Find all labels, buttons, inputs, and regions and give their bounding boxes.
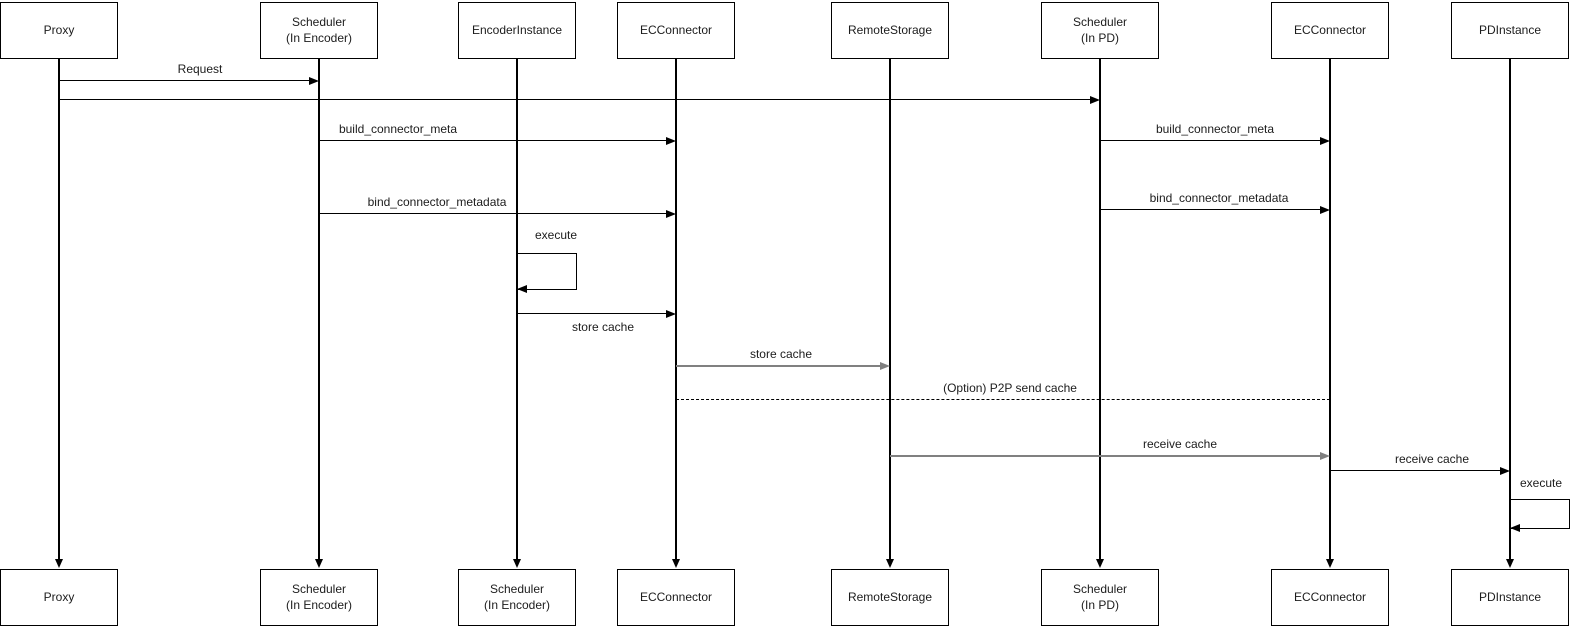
arrow-head <box>1095 559 1104 568</box>
message-label-build-connector-meta-pd: build_connector_meta <box>1155 122 1275 136</box>
message-label-store-cache-remote: store cache <box>749 347 813 361</box>
self-loop-execute-encoder <box>517 253 577 290</box>
arrow-head <box>1510 524 1520 533</box>
arrow-head <box>1325 559 1334 568</box>
arrow-head <box>309 76 319 85</box>
message-proxy-to-scheduler-pd <box>59 99 1097 100</box>
message-build-connector-meta-encoder <box>319 140 673 141</box>
actor-bottom-ec-connector-pd: ECConnector <box>1271 569 1389 626</box>
actor-bottom-remote-storage: RemoteStorage <box>831 569 949 626</box>
arrow-head <box>512 559 521 568</box>
message-label-receive-cache-pd: receive cache <box>1394 452 1470 466</box>
actor-top-scheduler-in-pd: Scheduler (In PD) <box>1041 2 1159 59</box>
actor-top-pd-instance: PDInstance <box>1451 2 1569 59</box>
lifeline-remote-storage <box>889 59 891 559</box>
arrow-head <box>666 209 676 218</box>
message-label-bind-connector-metadata-encoder: bind_connector_metadata <box>367 195 507 209</box>
actor-bottom-scheduler-in-encoder: Scheduler (In Encoder) <box>260 569 378 626</box>
arrow-head <box>1320 136 1330 145</box>
actor-top-remote-storage: RemoteStorage <box>831 2 949 59</box>
self-loop-label-execute-pd: execute <box>1519 476 1563 490</box>
arrow-head <box>880 362 890 370</box>
arrow-head <box>54 559 63 568</box>
arrow-head <box>885 559 894 568</box>
lifeline-scheduler-in-encoder <box>318 59 320 559</box>
message-receive-cache-pd <box>1330 470 1507 471</box>
actor-bottom-proxy: Proxy <box>0 569 118 626</box>
arrow-head <box>1500 466 1510 475</box>
arrow-head <box>517 285 527 294</box>
message-label-request: Request <box>177 62 223 76</box>
actor-bottom-ec-connector-encoder: ECConnector <box>617 569 735 626</box>
arrow-head <box>671 559 680 568</box>
message-store-cache-remote <box>676 365 887 367</box>
actor-top-ec-connector-encoder: ECConnector <box>617 2 735 59</box>
lifeline-pd-instance <box>1509 59 1511 559</box>
arrow-head <box>666 309 676 318</box>
arrow-head <box>1320 452 1330 460</box>
lifeline-ec-connector-encoder <box>675 59 677 559</box>
actor-top-encoder-instance: EncoderInstance <box>458 2 576 59</box>
message-label-bind-connector-metadata-pd: bind_connector_metadata <box>1149 191 1289 205</box>
message-label-receive-cache-remote: receive cache <box>1142 437 1218 451</box>
message-label-p2p-send-cache: (Option) P2P send cache <box>943 381 1077 395</box>
lifeline-encoder-instance <box>516 59 518 559</box>
message-receive-cache-remote <box>890 455 1327 457</box>
actor-bottom-encoder-instance: Scheduler (In Encoder) <box>458 569 576 626</box>
lifeline-scheduler-in-pd <box>1099 59 1101 559</box>
message-request <box>59 80 316 81</box>
arrow-head <box>1505 559 1514 568</box>
message-p2p-send-cache <box>676 399 1330 400</box>
message-bind-connector-metadata-pd <box>1100 209 1327 210</box>
message-store-cache-encoder <box>517 313 673 314</box>
message-label-build-connector-meta-encoder: build_connector_meta <box>338 122 458 136</box>
lifeline-ec-connector-pd <box>1329 59 1331 559</box>
actor-top-ec-connector-pd: ECConnector <box>1271 2 1389 59</box>
actor-top-scheduler-in-encoder: Scheduler (In Encoder) <box>260 2 378 59</box>
self-loop-label-execute-encoder: execute <box>534 228 578 242</box>
arrow-head <box>314 559 323 568</box>
arrow-head <box>666 136 676 145</box>
message-build-connector-meta-pd <box>1100 140 1327 141</box>
message-label-store-cache-encoder: store cache <box>571 320 635 334</box>
arrow-head <box>1090 95 1100 104</box>
message-bind-connector-metadata-encoder <box>319 213 673 214</box>
arrow-head <box>1320 205 1330 214</box>
self-loop-execute-pd <box>1510 499 1570 529</box>
actor-top-proxy: Proxy <box>0 2 118 59</box>
lifeline-proxy <box>58 59 60 559</box>
actor-bottom-scheduler-in-pd: Scheduler (In PD) <box>1041 569 1159 626</box>
actor-bottom-pd-instance: PDInstance <box>1451 569 1569 626</box>
